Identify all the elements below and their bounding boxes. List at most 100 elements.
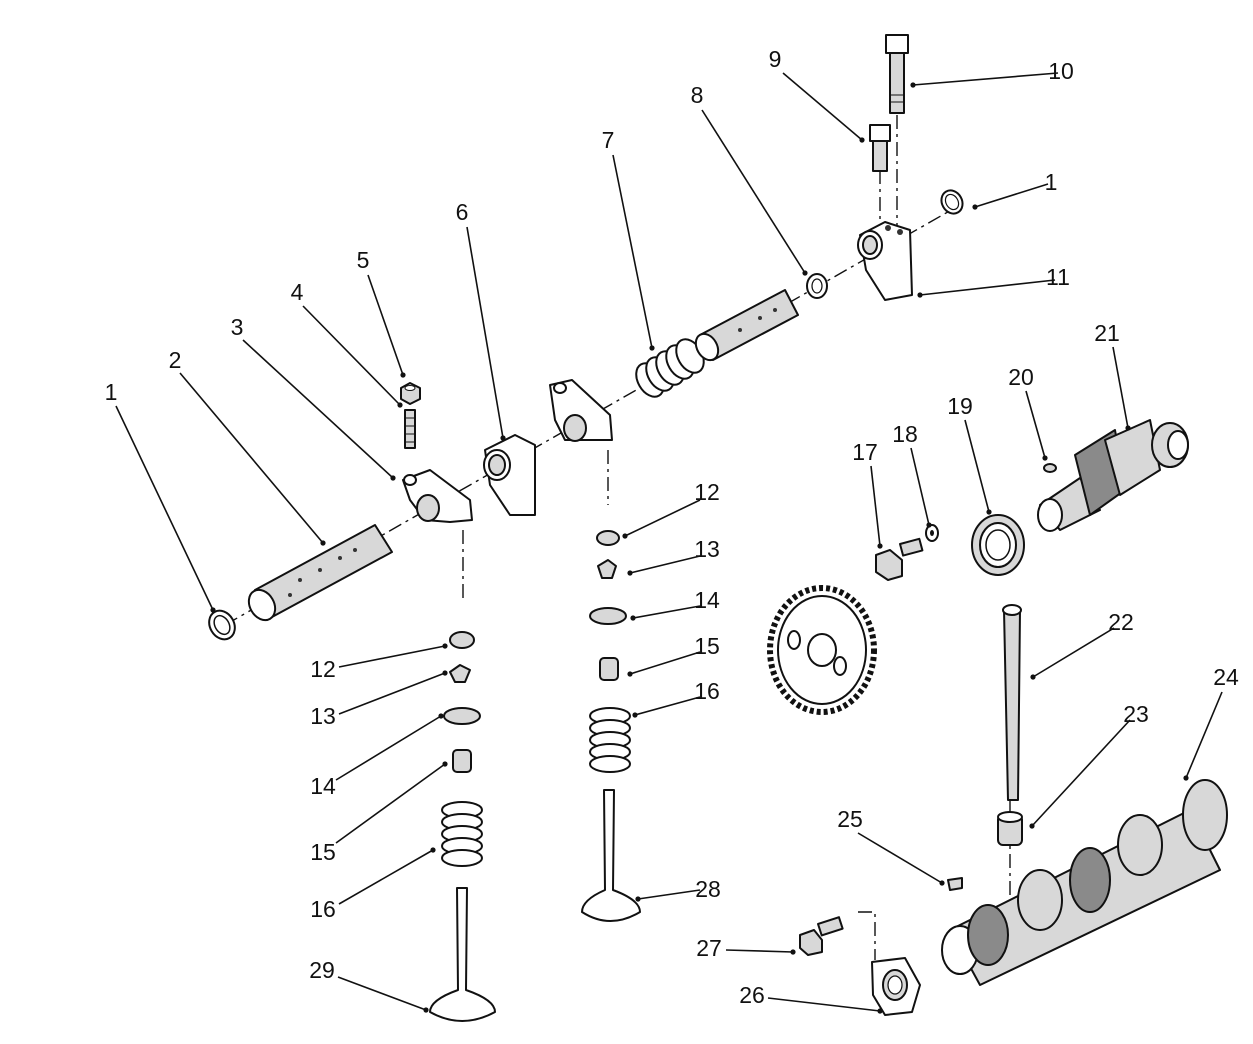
push-rod xyxy=(1002,604,1022,801)
leader-line-4 xyxy=(302,305,401,406)
rocker-arm-right xyxy=(549,379,613,442)
gear-washer xyxy=(925,524,939,542)
callout-label-5: 5 xyxy=(357,247,370,273)
leader-line-3 xyxy=(242,339,394,479)
leader-dot-1 xyxy=(210,607,216,613)
leader-line-5 xyxy=(367,274,404,376)
rocker-arm-left xyxy=(402,469,473,523)
leader-dot-21 xyxy=(1125,425,1131,431)
callout-label-12: 12 xyxy=(310,656,336,682)
leader-line-15 xyxy=(629,651,701,675)
leader-dot-5 xyxy=(400,372,406,378)
rocker-shaft-right xyxy=(694,289,799,362)
leader-line-7 xyxy=(612,154,653,349)
camshaft-gear xyxy=(767,585,877,715)
leader-dot-7 xyxy=(649,345,655,351)
callout-label-15: 15 xyxy=(310,839,336,865)
camshaft-key xyxy=(947,877,963,891)
callout-label-23: 23 xyxy=(1123,701,1149,727)
leader-dot-9 xyxy=(859,137,865,143)
crank-bearing xyxy=(971,514,1025,576)
leader-line-16 xyxy=(634,696,701,716)
callout-label-19: 19 xyxy=(947,393,973,419)
callout-label-18: 18 xyxy=(892,421,918,447)
thrust-plate-bolt xyxy=(799,916,844,956)
leader-line-26 xyxy=(767,997,881,1012)
callout-label-9: 9 xyxy=(769,46,782,72)
callout-label-14: 14 xyxy=(694,587,720,613)
leader-line-17 xyxy=(870,465,881,547)
callout-label-8: 8 xyxy=(691,82,704,108)
bracket-bolt-short xyxy=(869,124,891,172)
leader-line-12 xyxy=(338,645,446,668)
leader-line-2 xyxy=(179,372,324,544)
leader-dot-16 xyxy=(430,847,436,853)
callout-label-16: 16 xyxy=(694,678,720,704)
callout-label-2: 2 xyxy=(169,347,182,373)
leader-dot-20 xyxy=(1042,455,1048,461)
leader-dot-4 xyxy=(397,402,403,408)
leader-line-25 xyxy=(857,832,943,884)
callout-label-10: 10 xyxy=(1048,58,1074,84)
leader-dot-17 xyxy=(877,543,883,549)
leader-dot-8 xyxy=(802,270,808,276)
leader-dot-19 xyxy=(986,509,992,515)
leader-dot-3 xyxy=(390,475,396,481)
callout-label-15: 15 xyxy=(694,633,720,659)
leader-dot-16 xyxy=(632,712,638,718)
callout-label-17: 17 xyxy=(852,439,878,465)
leader-dot-26 xyxy=(877,1008,883,1014)
thrust-plate xyxy=(858,911,921,1016)
leader-line-18 xyxy=(910,447,930,526)
callout-label-11: 11 xyxy=(1046,264,1070,290)
leader-line-15 xyxy=(335,763,446,844)
leader-line-6 xyxy=(466,226,504,439)
callout-label-14: 14 xyxy=(310,773,336,799)
rocker-bracket-rear xyxy=(857,221,913,301)
callout-label-7: 7 xyxy=(602,127,615,153)
leader-line-27 xyxy=(725,949,794,953)
leader-line-24 xyxy=(1185,691,1223,779)
valve-stack-left xyxy=(429,631,496,1022)
leader-dot-6 xyxy=(500,435,506,441)
callout-label-1: 1 xyxy=(105,379,118,405)
leader-dot-27 xyxy=(790,949,796,955)
leader-line-10 xyxy=(912,72,1059,86)
leader-line-1 xyxy=(974,183,1049,208)
leader-dot-12 xyxy=(622,533,628,539)
camshaft xyxy=(941,779,1228,986)
leader-line-9 xyxy=(782,72,863,141)
callout-label-13: 13 xyxy=(310,703,336,729)
callout-label-21: 21 xyxy=(1094,320,1120,346)
leader-dot-24 xyxy=(1183,775,1189,781)
leader-dot-22 xyxy=(1030,674,1036,680)
leader-line-19 xyxy=(964,419,990,513)
leader-line-23 xyxy=(1031,719,1131,827)
leader-dot-12 xyxy=(442,643,448,649)
leader-dot-15 xyxy=(627,671,633,677)
leader-line-1 xyxy=(115,405,214,611)
leader-line-29 xyxy=(337,976,427,1011)
callout-label-26: 26 xyxy=(739,982,765,1008)
callout-label-6: 6 xyxy=(456,199,469,225)
leader-dot-13 xyxy=(442,670,448,676)
crankshaft xyxy=(1037,419,1189,532)
leader-line-14 xyxy=(632,605,701,619)
circlip-right xyxy=(940,189,964,215)
valve-stack-right xyxy=(581,530,641,922)
callout-label-12: 12 xyxy=(694,479,720,505)
leader-dot-13 xyxy=(627,570,633,576)
leader-line-13 xyxy=(629,555,701,574)
leader-line-22 xyxy=(1032,627,1115,678)
shaft-bushing xyxy=(806,273,828,299)
leader-line-8 xyxy=(701,109,806,274)
circlip-left xyxy=(208,609,236,641)
leader-line-21 xyxy=(1112,346,1129,429)
callout-label-29: 29 xyxy=(309,957,335,983)
leader-dot-15 xyxy=(442,761,448,767)
bracket-bolt-long xyxy=(885,34,909,114)
leader-dot-18 xyxy=(926,522,932,528)
callout-label-1: 1 xyxy=(1045,169,1058,195)
callout-label-24: 24 xyxy=(1213,664,1239,690)
